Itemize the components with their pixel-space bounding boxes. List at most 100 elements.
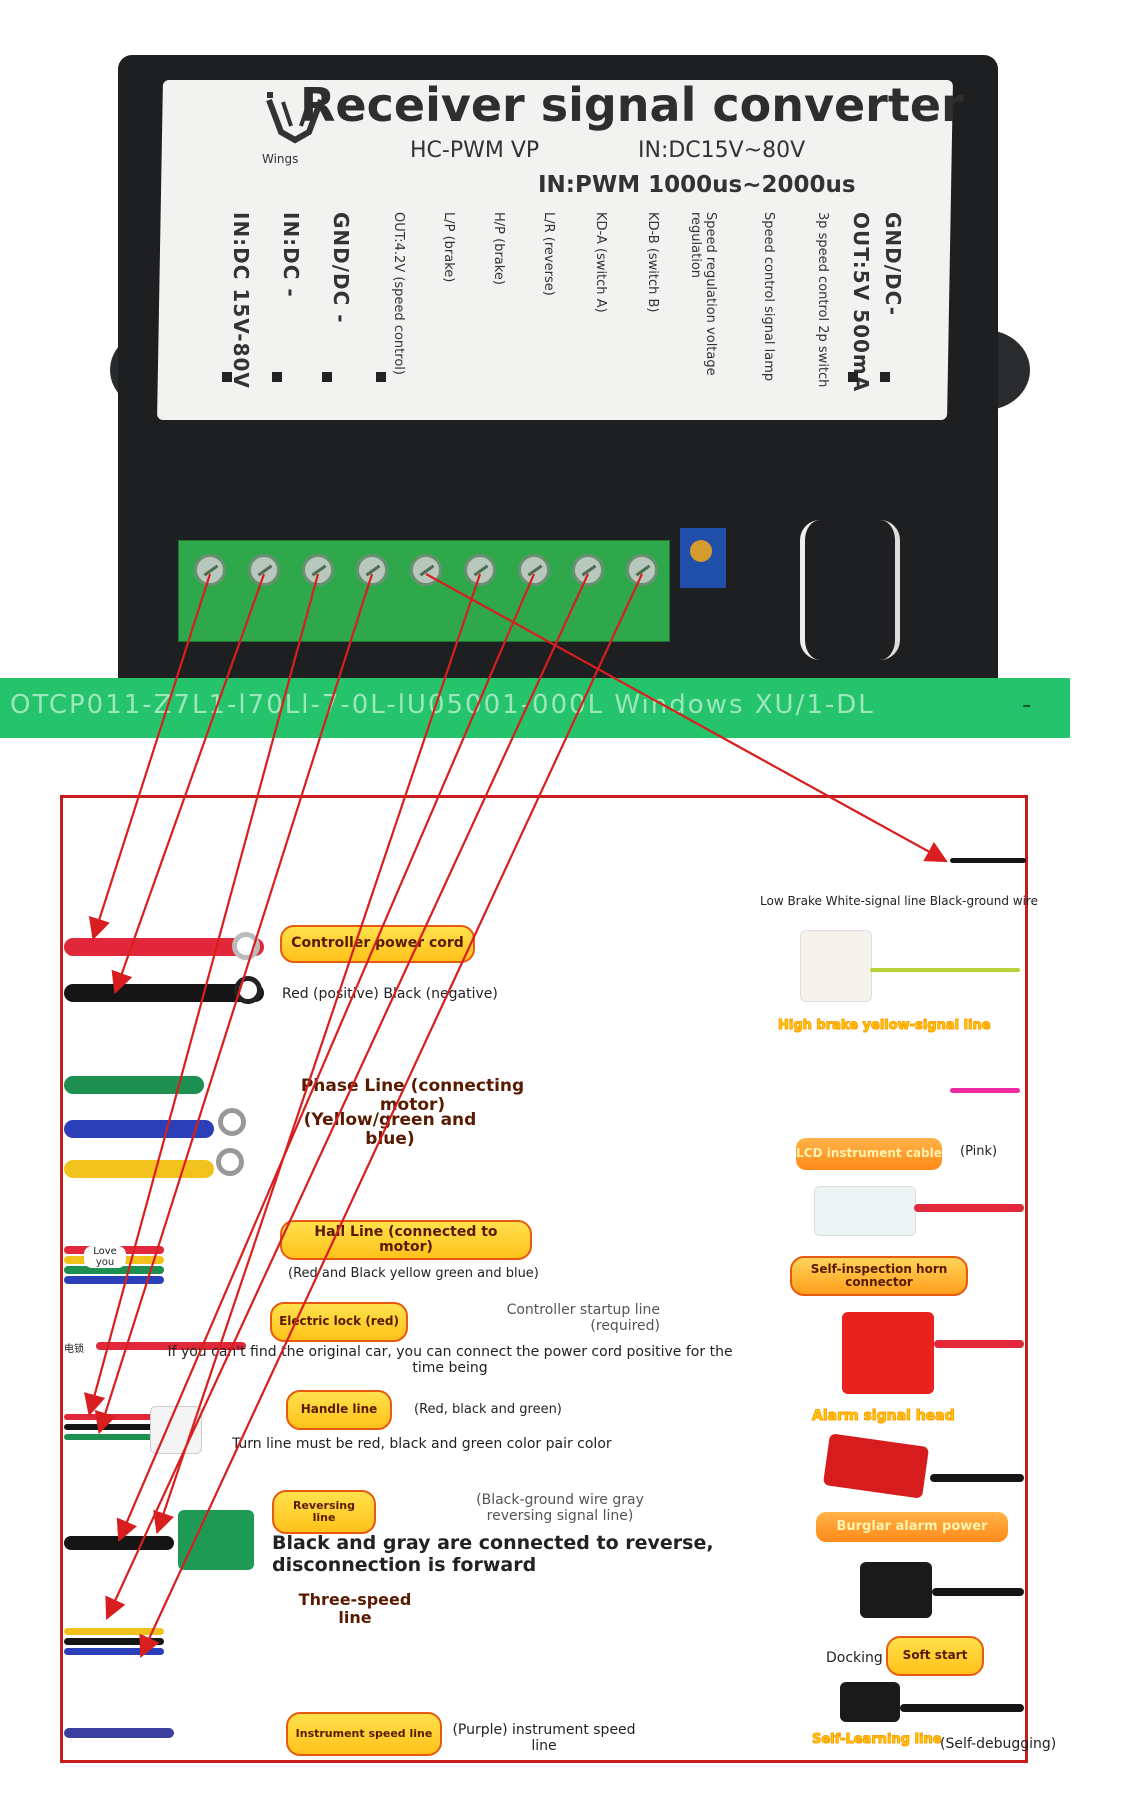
docking-connector: [860, 1562, 932, 1618]
terminal-label-speed-switch: 3p speed control 2p switch: [815, 212, 830, 388]
overlay-strip-dash: -: [1022, 690, 1032, 720]
alarm-signal-cable: [934, 1340, 1024, 1348]
input-pwm-spec: IN:PWM 1000us~2000us: [538, 172, 856, 198]
terminal-marker: [880, 372, 890, 382]
hall-line-desc: (Red and Black yellow green and blue): [288, 1266, 539, 1281]
power-cable-red: [64, 938, 264, 956]
terminal-label-voltage-regulation: Speed regulation voltage regulation: [688, 212, 718, 376]
input-voltage-spec: IN:DC15V~80V: [638, 138, 806, 163]
self-learning-cable: [900, 1704, 1024, 1712]
startup-line-note: If you can't find the original car, you …: [167, 1344, 733, 1376]
handle-cable-green: [64, 1434, 154, 1440]
terminal-screw: [464, 554, 496, 586]
lock-cable-red: [96, 1342, 246, 1350]
potentiometer-knob-icon: [690, 540, 712, 562]
burglar-alarm-cable: [930, 1474, 1024, 1482]
arrow-switch-a: [105, 573, 589, 1620]
horn-connector: [814, 1186, 916, 1236]
speed-cable-yellow: [64, 1628, 164, 1635]
arrow-reverse: [116, 573, 536, 1543]
lcd-desc: (Pink): [960, 1144, 998, 1159]
terminal-screw: [626, 554, 658, 586]
terminal-screw: [194, 554, 226, 586]
alarm-signal-connector: [842, 1312, 934, 1394]
terminal-label-low-brake: L/P (brake): [441, 212, 456, 283]
lcd-tag: LCD instrument cable: [796, 1138, 942, 1170]
lcd-cable: [950, 1088, 1020, 1093]
lock-cable-label: 电锁: [64, 1344, 84, 1355]
ring-terminal: [218, 1108, 246, 1136]
arrow-power-negative: [111, 573, 266, 995]
three-speed-tag: Three-speed line: [298, 1590, 412, 1627]
device-title: Receiver signal converter: [300, 78, 964, 132]
self-learning-connector: [840, 1682, 900, 1722]
reversing-line-tag: Reversing line: [272, 1490, 376, 1534]
ring-terminal: [232, 932, 260, 960]
terminal-marker: [322, 372, 332, 382]
phase-line-tag: Phase Line (connecting motor): [300, 1076, 525, 1115]
brand-name: Wings: [262, 152, 299, 166]
arrow-switch-b: [139, 573, 643, 1658]
startup-line-title: Controller startup line (required): [506, 1302, 660, 1334]
overlay-strip-text: OTCP011-Z7L1-l70Ll-7-0L-lU05001-000L Win…: [10, 690, 875, 720]
phase-cable-green: [64, 1076, 204, 1094]
self-inspection-tag: Self-inspection horn connector: [790, 1256, 968, 1296]
terminal-label-high-brake: H/P (brake): [491, 212, 506, 285]
terminal-label-signal-lamp: Speed control signal lamp: [761, 212, 776, 382]
terminal-label-out-speed: OUT:4.2V (speed control): [391, 212, 406, 375]
speed-cable-blue: [64, 1648, 164, 1655]
terminal-screw: [302, 554, 334, 586]
horn-cable: [914, 1204, 1024, 1212]
ring-terminal: [216, 1148, 244, 1176]
docking-label: Docking: [826, 1650, 883, 1666]
instrument-speed-tag: Instrument speed line: [286, 1712, 442, 1756]
terminal-label-switch-b: KD-B (switch B): [645, 212, 660, 313]
brand-logo-icon: [266, 92, 324, 144]
terminal-screw: [248, 554, 280, 586]
model-number: HC-PWM VP: [410, 138, 540, 163]
terminal-marker: [272, 372, 282, 382]
instrument-speed-cable: [64, 1728, 174, 1738]
arrow-high-brake: [153, 573, 482, 1535]
terminal-label-reverse: L/R (reverse): [541, 212, 556, 296]
terminal-marker: [848, 372, 858, 382]
handle-line-tag: Handle line: [286, 1390, 392, 1430]
terminal-marker: [376, 372, 386, 382]
soft-start-tag: Soft start: [886, 1636, 984, 1676]
handle-connector: [150, 1406, 202, 1454]
terminal-screw: [356, 554, 388, 586]
reversing-line-note: Black and gray are connected to reverse,…: [272, 1532, 714, 1576]
phase-cable-blue: [64, 1120, 214, 1138]
hall-line-tag: Hall Line (connected to motor): [280, 1220, 532, 1260]
docking-cable: [932, 1588, 1024, 1596]
handle-line-note: Turn line must be red, black and green c…: [232, 1436, 612, 1452]
hall-cable-label: Love you: [84, 1246, 126, 1268]
instrument-speed-desc: (Purple) instrument speed line: [452, 1722, 636, 1754]
phase-cable-yellow: [64, 1160, 214, 1178]
alarm-signal-label: Alarm signal head: [812, 1408, 956, 1425]
controller-power-desc: Red (positive) Black (negative): [282, 986, 498, 1002]
electric-lock-tag: Electric lock (red): [270, 1302, 408, 1342]
arrow-low-brake: [425, 573, 948, 863]
handle-line-desc: (Red, black and green): [414, 1402, 562, 1417]
controller-power-tag: Controller power cord: [280, 925, 475, 963]
low-brake-label: Low Brake White-signal line Black-ground…: [760, 894, 1038, 908]
ring-terminal: [234, 976, 262, 1004]
high-brake-label: High brake yellow-signal line: [778, 1018, 992, 1034]
terminal-label-switch-a: KD-A (switch A): [593, 212, 608, 313]
output-wires: [800, 520, 900, 660]
terminal-marker: [222, 372, 232, 382]
self-learning-label: Self-Learning line: [812, 1732, 943, 1748]
arrow-gnd: [84, 573, 320, 1417]
reverse-connector: [178, 1510, 254, 1570]
arrow-out-speed: [94, 573, 374, 1435]
high-brake-connector: [800, 930, 872, 1002]
self-learning-desc: (Self-debugging): [940, 1736, 1057, 1752]
burglar-alarm-tag: Burglar alarm power: [816, 1512, 1008, 1542]
high-brake-cable: [870, 968, 1020, 972]
reversing-line-desc: (Black-ground wire gray reversing signal…: [476, 1492, 644, 1524]
hall-cable-blue: [64, 1276, 164, 1284]
terminal-screw: [518, 554, 550, 586]
arrow-power-positive: [88, 573, 212, 941]
